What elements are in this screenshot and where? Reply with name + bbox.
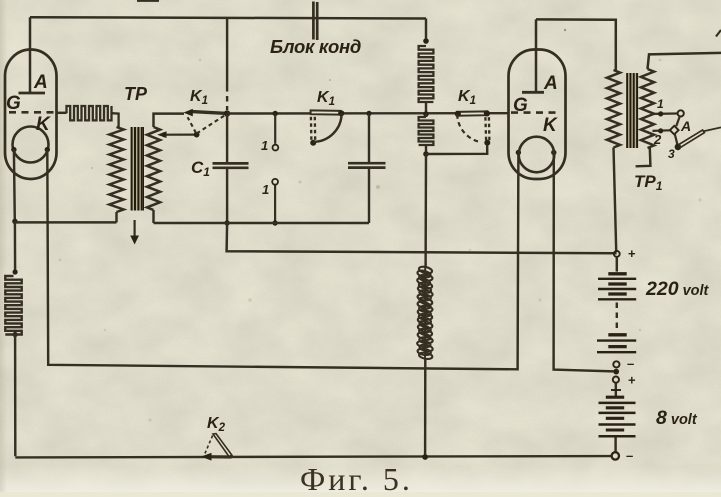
svg-text:A: A (543, 73, 558, 94)
svg-text:2: 2 (653, 132, 662, 147)
svg-text:+: + (628, 246, 636, 261)
svg-text:A: A (33, 72, 48, 93)
svg-text:Блок конд: Блок конд (270, 36, 361, 57)
svg-text:1: 1 (657, 97, 664, 111)
svg-text:G: G (6, 93, 21, 114)
svg-text:G: G (513, 95, 528, 116)
svg-text:A: A (680, 118, 691, 134)
svg-text:K: K (36, 114, 51, 135)
svg-text:1: 1 (261, 138, 268, 153)
svg-text:+: + (628, 373, 636, 388)
svg-text:TP: TP (124, 84, 148, 104)
svg-text:3: 3 (668, 147, 675, 161)
svg-text:–: – (627, 356, 634, 371)
svg-text:1: 1 (262, 182, 269, 197)
svg-text:Фиг. 5.: Фиг. 5. (300, 461, 413, 492)
svg-text:–: – (626, 448, 633, 463)
svg-text:K: K (543, 115, 558, 136)
